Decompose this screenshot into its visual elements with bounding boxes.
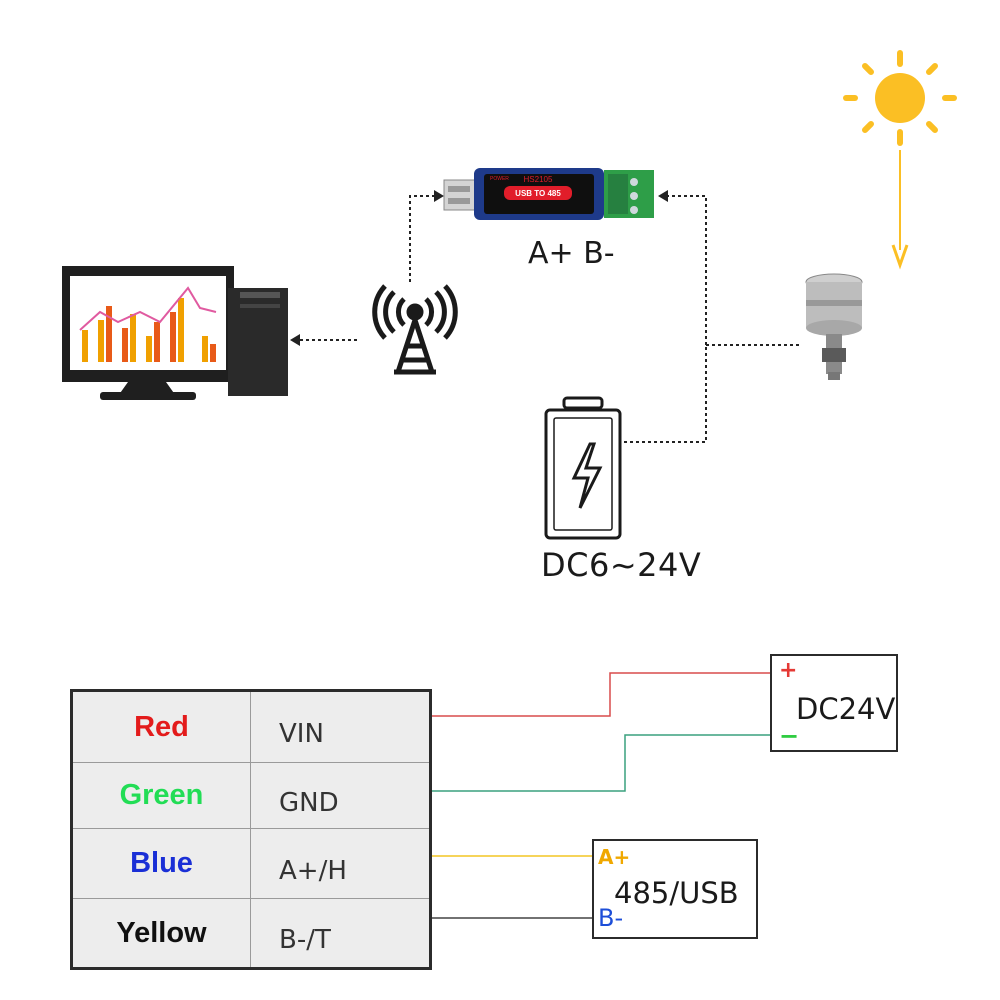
link-battery [624,345,707,443]
link-arrow-computer [290,334,360,346]
table-row: Blue A+/H [73,828,429,898]
adapter-brand-text: HS2105 [524,175,553,184]
power-minus-mark: − [779,722,800,750]
adapter-power-label: POWER [490,176,509,182]
table-row: Red VIN [73,692,429,762]
wire-signal-label: VIN [279,719,324,749]
wire-color-label: Yellow [73,899,251,967]
wire-color-label: Blue [73,829,251,898]
monitor-chart-icon [79,286,217,362]
arrow-head-adapter-right [658,190,668,202]
bus-interface-label: 485/USB [614,876,739,910]
wire-signal-label: B-/T [279,925,331,955]
terminal-label: A+ B- [528,236,615,271]
antenna-icon [372,284,458,375]
wiring-table: Red VIN Green GND Blue A+/H Yellow B-/T [70,689,432,970]
link-antenna-adapter [409,195,434,282]
usb-485-adapter: HS2105 USB TO 485 POWER [443,168,654,220]
wire-signal-label: GND [279,787,339,818]
battery-icon [544,396,622,540]
wire-color-label: Green [73,763,251,828]
bus-interface-box [592,839,758,939]
adapter-chip-label: USB TO 485 [515,189,561,198]
bus-b-minus-mark: B- [598,904,624,932]
sensor-icon [805,273,863,380]
power-supply-box [770,654,898,752]
green-wire [432,734,770,792]
wire-signal-label: A+/H [279,855,347,886]
red-wire [432,672,770,717]
bus-a-plus-mark: A+ [598,845,631,869]
battery-voltage-label: DC6~24V [541,546,702,584]
table-row: Yellow B-/T [73,898,429,967]
arrow-head-adapter-left [434,190,444,202]
power-plus-mark: + [779,658,798,683]
wiring-lines [432,672,770,919]
sun-icon [843,50,957,146]
power-supply-label: DC24V [796,692,896,726]
computer-icon [62,266,288,400]
wire-color-label: Red [73,692,251,762]
table-row: Green GND [73,762,429,828]
link-adapter-sensor [668,195,707,345]
sunlight-arrow [891,150,909,270]
